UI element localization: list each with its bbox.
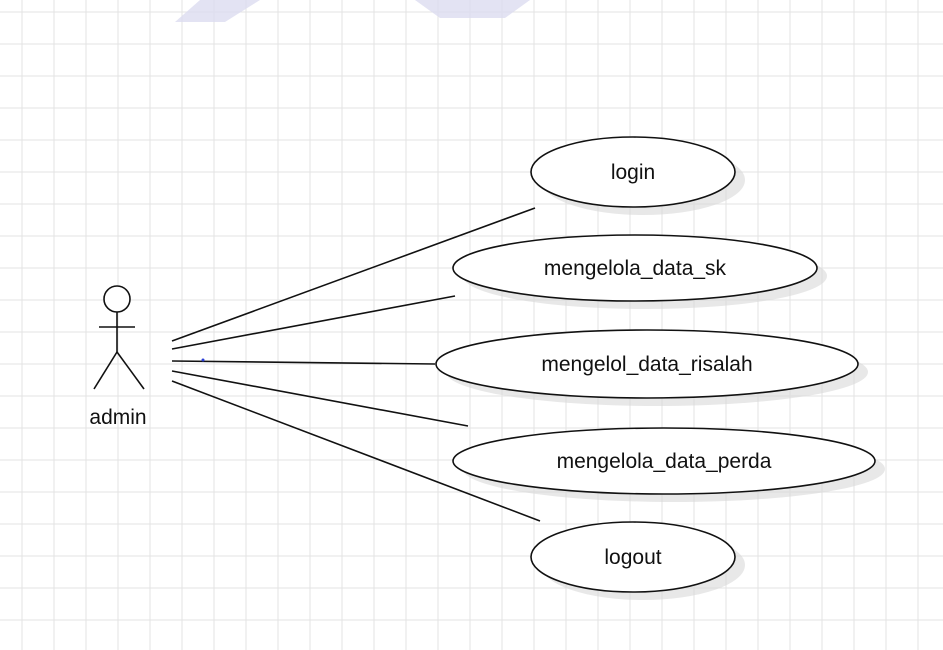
use-case-logout[interactable]: logout bbox=[530, 521, 745, 600]
use-case-login[interactable]: login bbox=[530, 136, 745, 215]
connector-point bbox=[201, 358, 205, 362]
actor-left-leg bbox=[93, 351, 118, 390]
use-case-ellipse bbox=[452, 234, 818, 302]
association-line-mengelola-data-sk bbox=[171, 295, 456, 350]
use-case-label: mengelol_data_risalah bbox=[541, 353, 752, 376]
use-case-ellipse bbox=[530, 521, 736, 593]
association-line-login bbox=[171, 207, 536, 342]
use-case-ellipse bbox=[435, 329, 859, 399]
use-case-mengelol-data-risalah[interactable]: mengelol_data_risalah bbox=[435, 329, 868, 406]
use-case-mengelola-data-sk[interactable]: mengelola_data_sk bbox=[452, 234, 827, 309]
use-case-mengelola-data-perda[interactable]: mengelola_data_perda bbox=[452, 427, 885, 502]
use-case-ellipse bbox=[452, 427, 876, 495]
actor-admin[interactable]: admin bbox=[89, 285, 147, 429]
watermark-shape bbox=[415, 0, 530, 18]
actor-right-leg bbox=[116, 351, 145, 390]
use-case-label: mengelola_data_perda bbox=[557, 450, 772, 473]
watermark-shape bbox=[175, 0, 260, 22]
use-cases: login mengelola_data_sk mengelol_data_risa… bbox=[201, 136, 885, 600]
use-case-label: logout bbox=[604, 546, 661, 569]
association-lines bbox=[171, 207, 541, 522]
use-case-label: login bbox=[611, 161, 655, 184]
actor-head bbox=[103, 285, 131, 313]
association-line-mengelola-data-perda bbox=[171, 370, 469, 427]
use-case-ellipse bbox=[530, 136, 736, 208]
association-line-logout bbox=[171, 380, 541, 522]
use-case-label: mengelola_data_sk bbox=[544, 257, 727, 280]
association-line-mengelol-data-risalah bbox=[171, 360, 436, 365]
actor-label: admin bbox=[89, 406, 146, 429]
